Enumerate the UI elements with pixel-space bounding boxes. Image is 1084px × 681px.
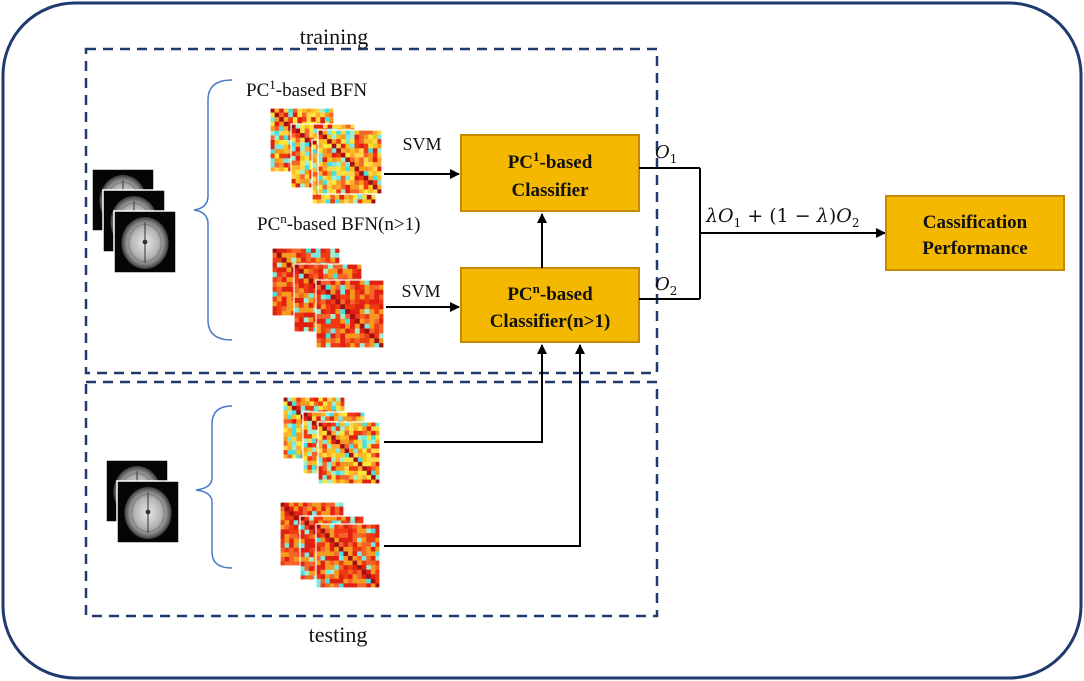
training-brace xyxy=(193,79,233,341)
arrow-test-pc1 xyxy=(384,344,547,443)
training-label: training xyxy=(300,24,368,49)
pc1-bfn-label: PC1-based BFN xyxy=(246,77,367,101)
pc1-classifier-line2: Classifier xyxy=(511,180,589,201)
testing-brace xyxy=(195,405,233,569)
svm-bottom-label: SVM xyxy=(401,281,440,301)
pcn-classifier-box xyxy=(460,267,640,343)
brain-mri-slice-icon xyxy=(113,210,177,274)
training-region xyxy=(84,47,659,375)
result-line1: Cassification xyxy=(923,212,1028,233)
correlation-matrix-pcn-icon xyxy=(315,279,385,349)
arrow-test-pcn xyxy=(384,344,585,547)
classification-performance-box xyxy=(885,195,1065,271)
pcn-classifier-line2: Classifier(n>1) xyxy=(490,311,611,332)
correlation-matrix-pc1-icon xyxy=(317,129,383,195)
testing-region xyxy=(84,380,659,618)
brain-mri-slice-icon xyxy=(116,480,180,544)
correlation-matrix-pcn-icon xyxy=(315,523,381,589)
result-line2: Performance xyxy=(922,238,1028,259)
testing-label: testing xyxy=(309,622,368,647)
pc1-classifier-line1: PC1-based xyxy=(508,149,593,173)
pcn-bfn-label: PCn-based BFN(n>1) xyxy=(257,211,420,235)
pc1-classifier-box xyxy=(460,134,640,212)
svm-top-label: SVM xyxy=(402,134,441,154)
correlation-matrix-pc1-icon xyxy=(317,421,381,485)
pcn-classifier-line1: PCn-based xyxy=(507,281,593,305)
output-o1-label: O1 xyxy=(655,142,677,166)
output-o2-label: O2 xyxy=(655,274,677,298)
fusion-formula: λO1 + (1 − λ)O2 xyxy=(705,205,859,230)
